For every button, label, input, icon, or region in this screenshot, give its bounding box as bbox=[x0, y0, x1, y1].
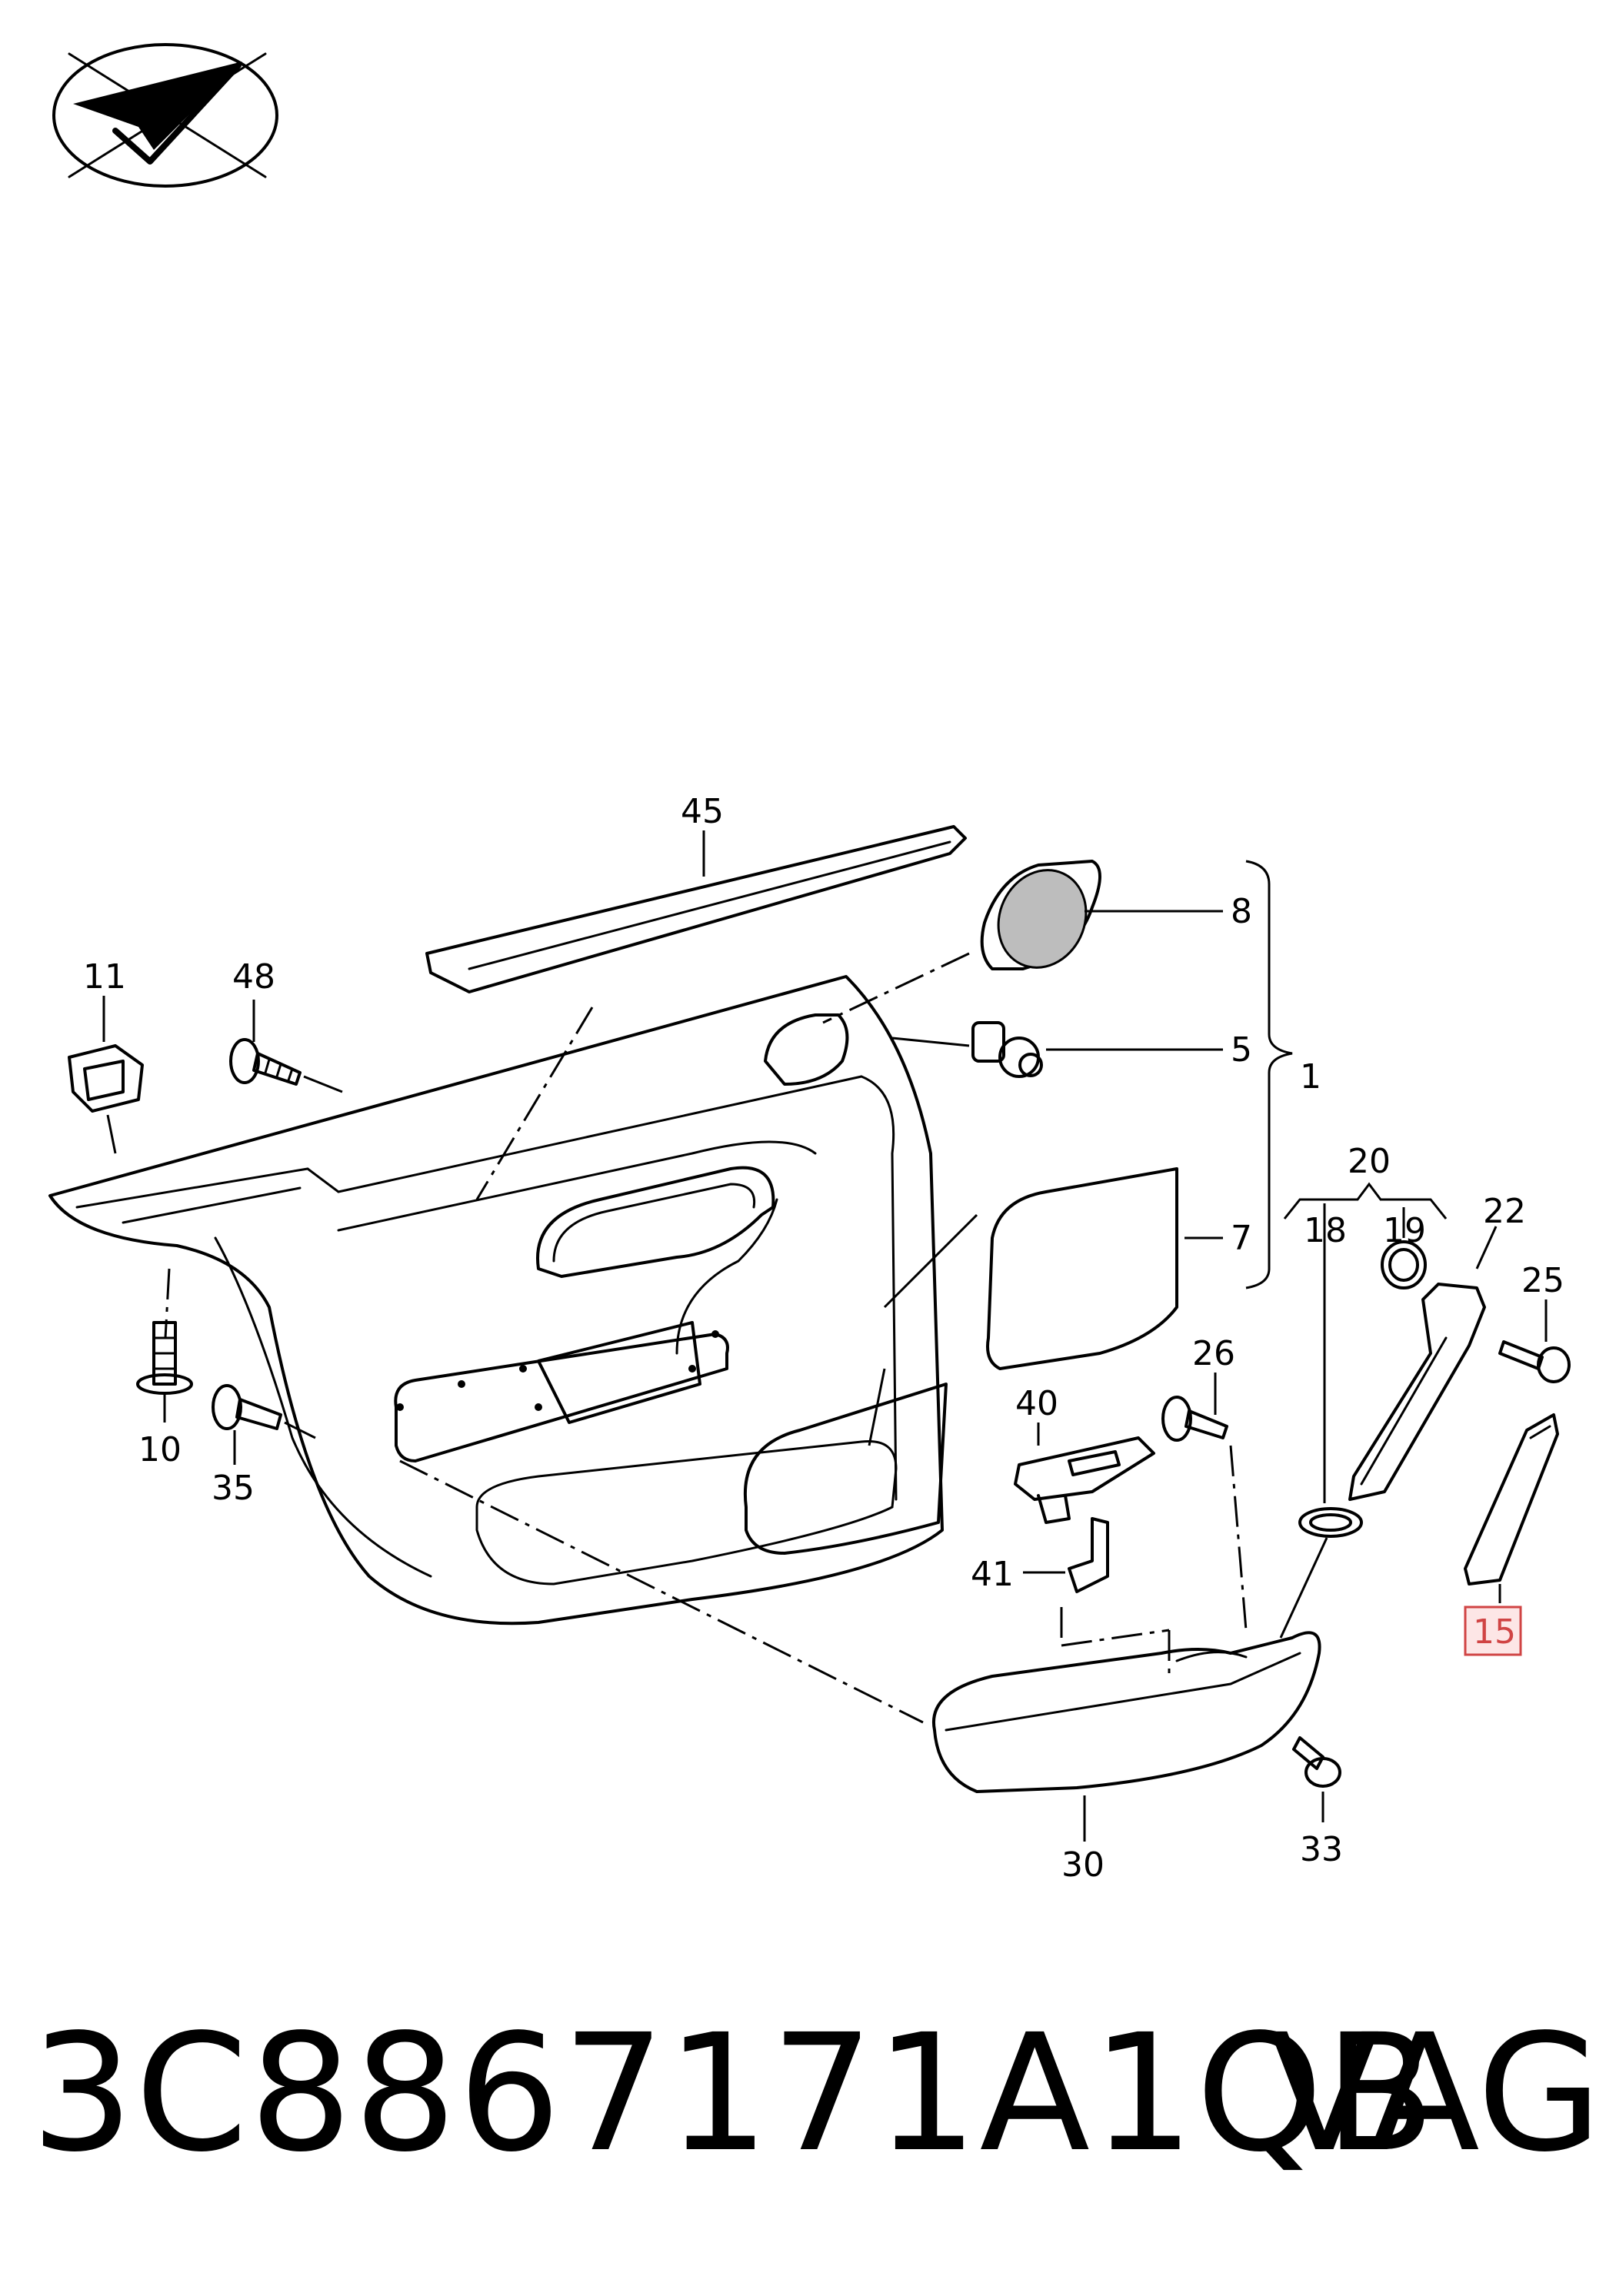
screw-33 bbox=[1292, 1736, 1341, 1822]
seal-ring-18 bbox=[1279, 1203, 1363, 1639]
callout-18: 18 bbox=[1304, 1211, 1347, 1250]
callout-45: 45 bbox=[681, 792, 724, 831]
screw-25 bbox=[1498, 1299, 1571, 1383]
callout-33: 33 bbox=[1300, 1830, 1343, 1869]
callout-22: 22 bbox=[1483, 1192, 1526, 1231]
callout-48: 48 bbox=[232, 957, 275, 997]
door-trim-panel bbox=[48, 975, 1178, 1626]
trim-strip-45 bbox=[425, 825, 967, 993]
callout-19: 19 bbox=[1383, 1211, 1426, 1250]
clip-5 bbox=[891, 1021, 1223, 1078]
brand-label: VAG bbox=[1269, 1999, 1602, 2188]
assembly-connector-lines bbox=[164, 952, 1248, 1724]
callout-40: 40 bbox=[1015, 1384, 1058, 1423]
group-bracket-1 bbox=[1185, 860, 1293, 1289]
callout-7: 7 bbox=[1231, 1219, 1252, 1258]
highlight-box-15 bbox=[1464, 1606, 1522, 1656]
screw-26 bbox=[1161, 1373, 1228, 1442]
part-number-label: 3C8867171A1QB bbox=[31, 1999, 1438, 2188]
seal-19 bbox=[1381, 1207, 1427, 1289]
callout-20: 20 bbox=[1348, 1142, 1391, 1181]
door-handle-22 bbox=[1348, 1226, 1498, 1501]
bracket-41 bbox=[1023, 1517, 1109, 1593]
callout-41: 41 bbox=[971, 1555, 1014, 1594]
callout-30: 30 bbox=[1061, 1845, 1105, 1885]
callout-15: 15 bbox=[1473, 1612, 1516, 1652]
screw-48 bbox=[229, 1000, 343, 1093]
screw-35 bbox=[212, 1384, 316, 1465]
clip-11 bbox=[68, 996, 144, 1154]
callout-10: 10 bbox=[138, 1430, 182, 1469]
callout-11: 11 bbox=[83, 957, 126, 997]
speaker-grille-8 bbox=[980, 860, 1223, 970]
window-switch-40 bbox=[1014, 1423, 1155, 1524]
callout-labels: 45 8 5 1 20 18 19 22 25 11 48 7 26 40 41… bbox=[83, 792, 1564, 1885]
group-bracket-20 bbox=[1283, 1182, 1448, 1220]
callout-1: 1 bbox=[1300, 1057, 1321, 1096]
callout-25: 25 bbox=[1521, 1261, 1564, 1300]
callout-8: 8 bbox=[1231, 892, 1252, 931]
armrest-30 bbox=[931, 1631, 1321, 1842]
paper-plane-check-logo bbox=[52, 43, 278, 188]
callout-35: 35 bbox=[212, 1469, 255, 1508]
push-pin-10 bbox=[136, 1321, 193, 1423]
cover-trim-15 bbox=[1464, 1413, 1559, 1603]
callout-5: 5 bbox=[1231, 1030, 1252, 1070]
callout-26: 26 bbox=[1192, 1334, 1235, 1373]
